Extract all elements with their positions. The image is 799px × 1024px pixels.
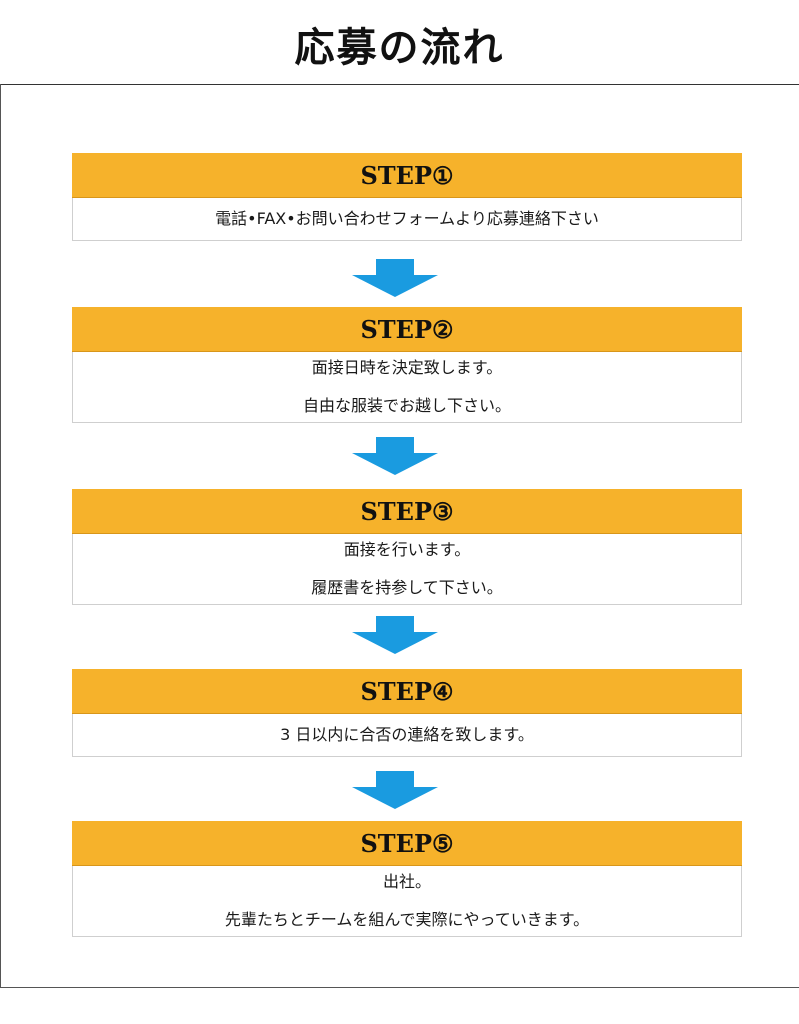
step-text: 自由な服装でお越し下さい。 xyxy=(302,396,511,415)
step-body: 3 日以内に合否の連絡を致します。 xyxy=(72,714,742,757)
down-arrow-icon xyxy=(352,259,438,297)
step-2: STEP② 面接日時を決定致します。 自由な服装でお越し下さい。 xyxy=(72,307,742,423)
down-arrow-icon xyxy=(352,437,438,475)
step-3: STEP③ 面接を行います。 履歴書を持参して下さい。 xyxy=(72,489,742,605)
down-arrow-icon xyxy=(352,771,438,809)
step-label: STEP④ xyxy=(360,676,454,706)
step-header: STEP② xyxy=(72,307,742,352)
step-header: STEP③ xyxy=(72,489,742,534)
step-body: 面接を行います。 履歴書を持参して下さい。 xyxy=(72,534,742,605)
step-label: STEP③ xyxy=(360,496,454,526)
step-1: STEP① 電話•FAX•お問い合わせフォームより応募連絡下さい xyxy=(72,153,742,241)
step-label: STEP② xyxy=(360,314,454,344)
down-arrow-icon xyxy=(352,616,438,654)
step-text: 面接を行います。 xyxy=(343,540,471,559)
step-text: 3 日以内に合否の連絡を致します。 xyxy=(280,725,534,744)
step-5: STEP⑤ 出社。 先輩たちとチームを組んで実際にやっていきます。 xyxy=(72,821,742,937)
page-title: 応募の流れ xyxy=(294,24,505,71)
step-text: 履歴書を持参して下さい。 xyxy=(311,578,503,597)
step-header: STEP① xyxy=(72,153,742,198)
page-header: 応募の流れ xyxy=(0,0,799,85)
step-label: STEP⑤ xyxy=(360,828,454,858)
content-frame xyxy=(0,84,799,988)
step-label: STEP① xyxy=(360,160,454,190)
step-text: 出社。 xyxy=(382,872,431,891)
step-text: 面接日時を決定致します。 xyxy=(311,358,503,377)
step-4: STEP④ 3 日以内に合否の連絡を致します。 xyxy=(72,669,742,757)
step-text: 先輩たちとチームを組んで実際にやっていきます。 xyxy=(224,910,590,929)
step-header: STEP⑤ xyxy=(72,821,742,866)
step-body: 面接日時を決定致します。 自由な服装でお越し下さい。 xyxy=(72,352,742,423)
step-header: STEP④ xyxy=(72,669,742,714)
step-body: 出社。 先輩たちとチームを組んで実際にやっていきます。 xyxy=(72,866,742,937)
step-text: 電話•FAX•お問い合わせフォームより応募連絡下さい xyxy=(215,209,599,228)
step-body: 電話•FAX•お問い合わせフォームより応募連絡下さい xyxy=(72,198,742,241)
